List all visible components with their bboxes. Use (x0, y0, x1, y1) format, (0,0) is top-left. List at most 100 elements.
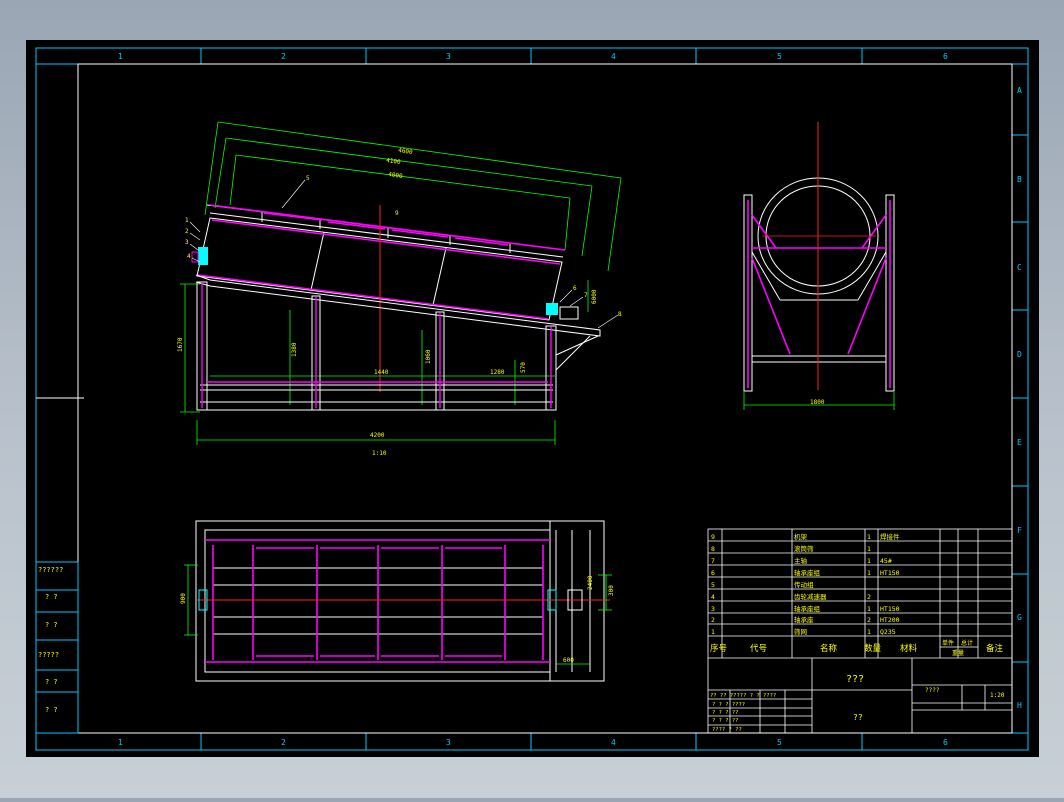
zone-col-top-5: 5 (777, 52, 782, 61)
zone-col-top-3: 3 (446, 52, 451, 61)
dim-1280: 1280 (490, 369, 505, 376)
dim-4200: 4200 (370, 432, 385, 439)
balloon-7: 7 (584, 292, 588, 299)
title-block-title: ??? (846, 674, 864, 685)
bom-row-8-name: 轴承座 (794, 615, 814, 624)
plan-bearing-left (198, 589, 208, 611)
zone-row-C: C (1017, 263, 1022, 272)
dim-4100: 4100 (386, 157, 402, 166)
left-table-2: ? ? (45, 593, 58, 601)
bom-header-no: 序号 (710, 643, 727, 654)
plan-bearing-right (547, 589, 557, 611)
zone-row-D: D (1017, 350, 1022, 359)
dim-1670: 1670 (177, 337, 184, 352)
end-view-dimension (743, 392, 895, 410)
bom-row-9-qty: 1 (867, 628, 871, 636)
bom-row-3-name: 主轴 (794, 556, 808, 565)
bom-header-total: 总计 (961, 639, 973, 647)
bearing-cap-left (191, 251, 199, 263)
bom-row-4-qty: 1 (867, 569, 871, 577)
bom-row-7-mat: HT150 (880, 605, 900, 613)
bom-row-6-qty: 2 (867, 593, 871, 601)
bom-header-text: 序号 代号 名称 数量 材料 备注 (710, 643, 1004, 654)
left-table-5: ? ? (45, 678, 58, 686)
bom-row-2-no: 8 (711, 545, 715, 553)
balloon-2: 2 (185, 228, 189, 235)
title-block-drawing-name: ?? (853, 713, 863, 722)
left-table-6: ? ? (45, 706, 58, 714)
bom-header-small: 单件 总计 重量 (942, 639, 973, 657)
plan-motor (567, 589, 583, 611)
sig-row-2: ? ? ? ???? (712, 702, 745, 708)
end-view-members (747, 200, 891, 388)
bom-row-5-name: 传动组 (794, 580, 814, 589)
bom-row-7-name: 轴承座组 (794, 604, 821, 613)
bom-row-1-name: 机架 (794, 532, 808, 541)
bom-row-7-qty: 1 (867, 605, 871, 613)
plan-view-text: 900 300 2400 600 (180, 575, 615, 664)
dim-2400: 2400 (587, 575, 594, 590)
side-bearing-parts (191, 247, 579, 320)
dim-570: 570 (520, 362, 527, 373)
zone-row-H: H (1017, 701, 1022, 710)
dim-1380: 1380 (291, 342, 298, 357)
balloon-9: 9 (395, 210, 399, 217)
side-view-text: 4600 4100 4000 1670 4200 1:10 1440 1280 … (177, 147, 622, 457)
bearing-left-part (198, 247, 208, 265)
plan-view: 900 300 2400 600 (180, 520, 615, 682)
bearing-right-part (546, 303, 558, 315)
motor-outline (559, 306, 579, 320)
bom-row-4-mat: HT150 (880, 569, 900, 577)
side-view-label: 1:10 (372, 450, 387, 457)
zone-row-A: A (1017, 86, 1022, 95)
zone-col-bottom-5: 5 (777, 738, 782, 747)
bom-row-3-no: 7 (711, 557, 715, 565)
side-view-dimensions (180, 121, 622, 445)
bom-row-3-qty: 1 (867, 557, 871, 565)
side-view: 4600 4100 4000 1670 4200 1:10 1440 1280 … (177, 121, 622, 457)
bom-row-4-no: 6 (711, 569, 715, 577)
bom-row-7-no: 3 (711, 605, 715, 613)
bom-header-qty: 数量 (864, 643, 882, 654)
balloon-4: 4 (187, 253, 191, 260)
sheet-background (26, 40, 1039, 757)
balloon-8: 8 (618, 311, 622, 318)
zone-labels: 1 2 3 4 5 6 1 2 3 4 5 6 A B C D E F G H (118, 52, 1022, 747)
bom-rows-text: 9 机架 1 焊接件 8 滚筒筛 1 7 主轴 1 45# 6 轴承座组 1 H… (711, 532, 900, 636)
bom-header-mat: 材料 (900, 643, 918, 654)
bom-row-3-mat: 45# (880, 557, 892, 565)
dim-4600: 4600 (398, 147, 414, 156)
bom-row-8-no: 2 (711, 616, 715, 624)
left-table-3: ? ? (45, 621, 58, 629)
plan-view-dimensions (184, 564, 612, 665)
title-block-meta: ???? (925, 687, 940, 694)
left-table-1: ?????? (38, 566, 63, 574)
bom-header-remark: 备注 (986, 643, 1004, 654)
plan-view-members (205, 539, 550, 663)
left-table-4: ????? (38, 651, 59, 659)
bom-header-weight: 重量 (952, 649, 964, 657)
balloon-leaders (189, 179, 619, 329)
bom-header-code: 代号 (750, 643, 767, 654)
left-revision-table: ?????? ? ? ? ? ????? ? ? ? ? (35, 561, 79, 734)
side-frame-members (201, 283, 552, 408)
zone-row-E: E (1017, 438, 1022, 447)
bom-row-8-qty: 2 (867, 616, 871, 624)
bom-header-name: 名称 (820, 643, 838, 654)
plan-view-parts (198, 589, 583, 611)
dim-600: 600 (563, 657, 574, 664)
zone-col-top-2: 2 (281, 52, 286, 61)
zone-col-bottom-2: 2 (281, 738, 286, 747)
balloon-1: 1 (185, 217, 189, 224)
bom-table: 9 机架 1 焊接件 8 滚筒筛 1 7 主轴 1 45# 6 轴承座组 1 H… (707, 528, 1013, 734)
zone-col-top-1: 1 (118, 52, 123, 61)
balloon-5: 5 (306, 175, 310, 182)
bom-row-2-name: 滚筒筛 (794, 544, 814, 553)
dim-4000: 4000 (388, 171, 404, 180)
title-block-text: ??? ?? 1:20 ???? ?? ?? ????? ? ? ???? ? … (710, 674, 1005, 733)
dim-900: 900 (180, 593, 187, 604)
bom-row-6-no: 4 (711, 593, 715, 601)
sig-row-4: ? ? ? ?? (712, 718, 739, 724)
dim-1440: 1440 (374, 369, 389, 376)
